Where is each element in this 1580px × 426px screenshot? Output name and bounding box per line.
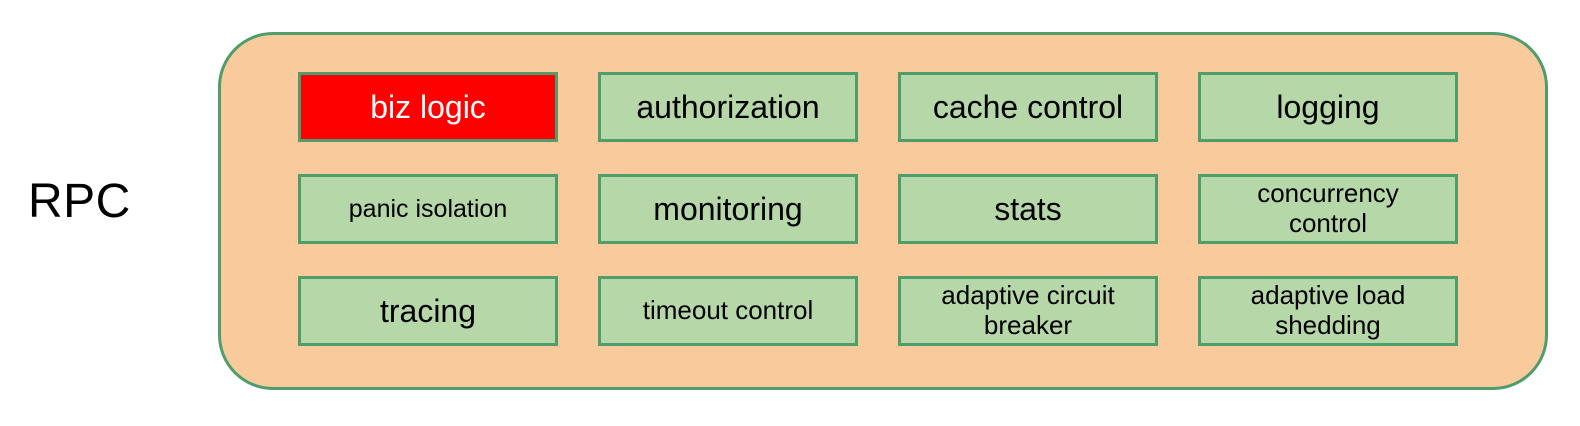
box-panic-isolation: panic isolation bbox=[298, 174, 558, 244]
rpc-panel: biz logic authorization cache control lo… bbox=[218, 32, 1548, 390]
box-monitoring: monitoring bbox=[598, 174, 858, 244]
middleware-grid: biz logic authorization cache control lo… bbox=[298, 72, 1458, 346]
box-tracing: tracing bbox=[298, 276, 558, 346]
box-concurrency-control: concurrency control bbox=[1198, 174, 1458, 244]
box-biz-logic: biz logic bbox=[298, 72, 558, 142]
box-adaptive-circuit-breaker: adaptive circuit breaker bbox=[898, 276, 1158, 346]
box-stats: stats bbox=[898, 174, 1158, 244]
box-cache-control: cache control bbox=[898, 72, 1158, 142]
box-logging: logging bbox=[1198, 72, 1458, 142]
box-timeout-control: timeout control bbox=[598, 276, 858, 346]
box-adaptive-load-shedding: adaptive load shedding bbox=[1198, 276, 1458, 346]
box-authorization: authorization bbox=[598, 72, 858, 142]
rpc-title: RPC bbox=[28, 175, 131, 228]
